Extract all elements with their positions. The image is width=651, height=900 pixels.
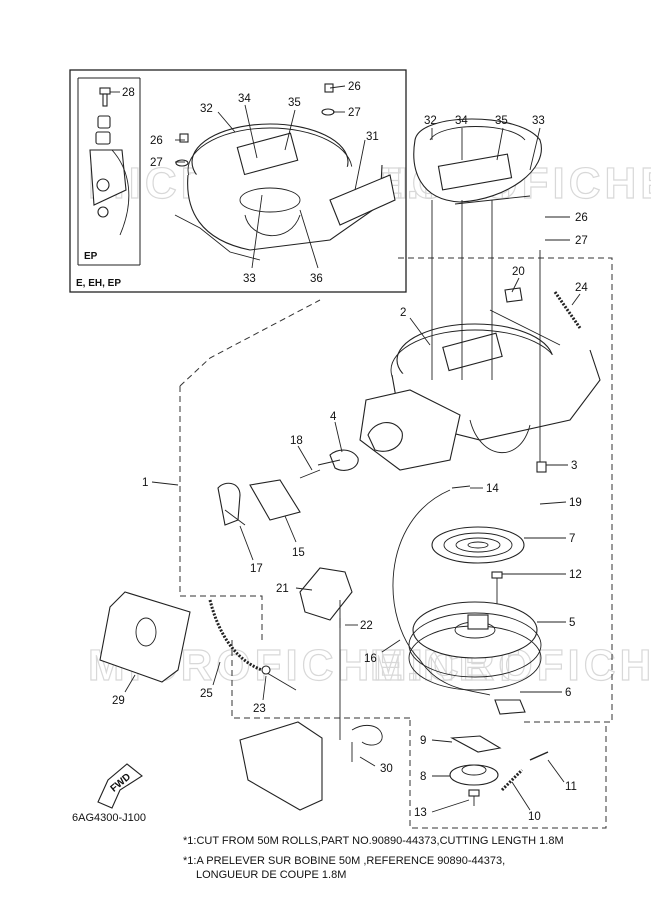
callout-26-inset-left: 26	[150, 135, 163, 147]
callout-5: 5	[569, 617, 575, 629]
callouts: 28 26 27 26 27 32 34 35 31 33 36 32 34 3…	[112, 81, 588, 823]
callout-30: 30	[380, 763, 393, 775]
callout-4: 4	[330, 411, 337, 423]
callout-3: 3	[571, 460, 577, 472]
callout-9: 9	[420, 735, 426, 747]
callout-28: 28	[122, 87, 135, 99]
inset-models-label: E, EH, EP	[76, 278, 121, 289]
callout-16: 16	[364, 653, 377, 665]
footnote-line-2: *1:A PRELEVER SUR BOBINE 50M ,REFERENCE …	[183, 855, 506, 867]
callout-24: 24	[575, 282, 588, 294]
callout-8: 8	[420, 771, 426, 783]
inset-box: EP E, EH, EP	[69, 69, 407, 293]
callout-34-inset: 34	[238, 93, 251, 105]
callout-6: 6	[565, 687, 571, 699]
callout-32-inset: 32	[200, 103, 213, 115]
callout-33-inset: 33	[243, 273, 256, 285]
callout-11: 11	[565, 781, 577, 793]
callout-32: 32	[424, 115, 437, 127]
callout-13: 13	[414, 807, 427, 819]
callout-21: 21	[276, 583, 289, 595]
callout-20: 20	[512, 266, 525, 278]
callout-36: 36	[310, 273, 323, 285]
callout-23: 23	[253, 703, 266, 715]
callout-26: 26	[575, 212, 588, 224]
callout-10: 10	[528, 811, 541, 823]
callout-35-inset: 35	[288, 97, 301, 109]
callout-14: 14	[486, 483, 499, 495]
callout-12: 12	[569, 569, 582, 581]
callout-17: 17	[250, 563, 263, 575]
callout-19: 19	[569, 497, 582, 509]
callout-31: 31	[366, 131, 379, 143]
callout-7: 7	[569, 533, 575, 545]
callout-18: 18	[290, 435, 303, 447]
callout-15: 15	[292, 547, 305, 559]
parts-drawing: FWD	[97, 118, 601, 811]
callout-35: 35	[495, 115, 508, 127]
callout-27-inset-left: 27	[150, 157, 163, 169]
leader-lines	[110, 85, 581, 813]
assembly-outline	[179, 257, 613, 829]
callout-29: 29	[112, 695, 125, 707]
footnote-line-1: *1:CUT FROM 50M ROLLS,PART NO.90890-4437…	[183, 835, 564, 847]
callout-27: 27	[575, 235, 588, 247]
callout-2: 2	[400, 307, 406, 319]
drawing-code: 6AG4300-J100	[72, 812, 146, 824]
footnote-line-3: LONGUEUR DE COUPE 1.8M	[196, 869, 347, 881]
fwd-arrow: FWD	[97, 763, 143, 809]
callout-22: 22	[360, 620, 373, 632]
callout-25: 25	[200, 688, 213, 700]
inset-sub-label: EP	[84, 251, 98, 262]
callout-33: 33	[532, 115, 545, 127]
callout-1: 1	[142, 477, 148, 489]
callout-26-inset: 26	[348, 81, 361, 93]
callout-27-inset: 27	[348, 107, 361, 119]
callout-34: 34	[455, 115, 468, 127]
